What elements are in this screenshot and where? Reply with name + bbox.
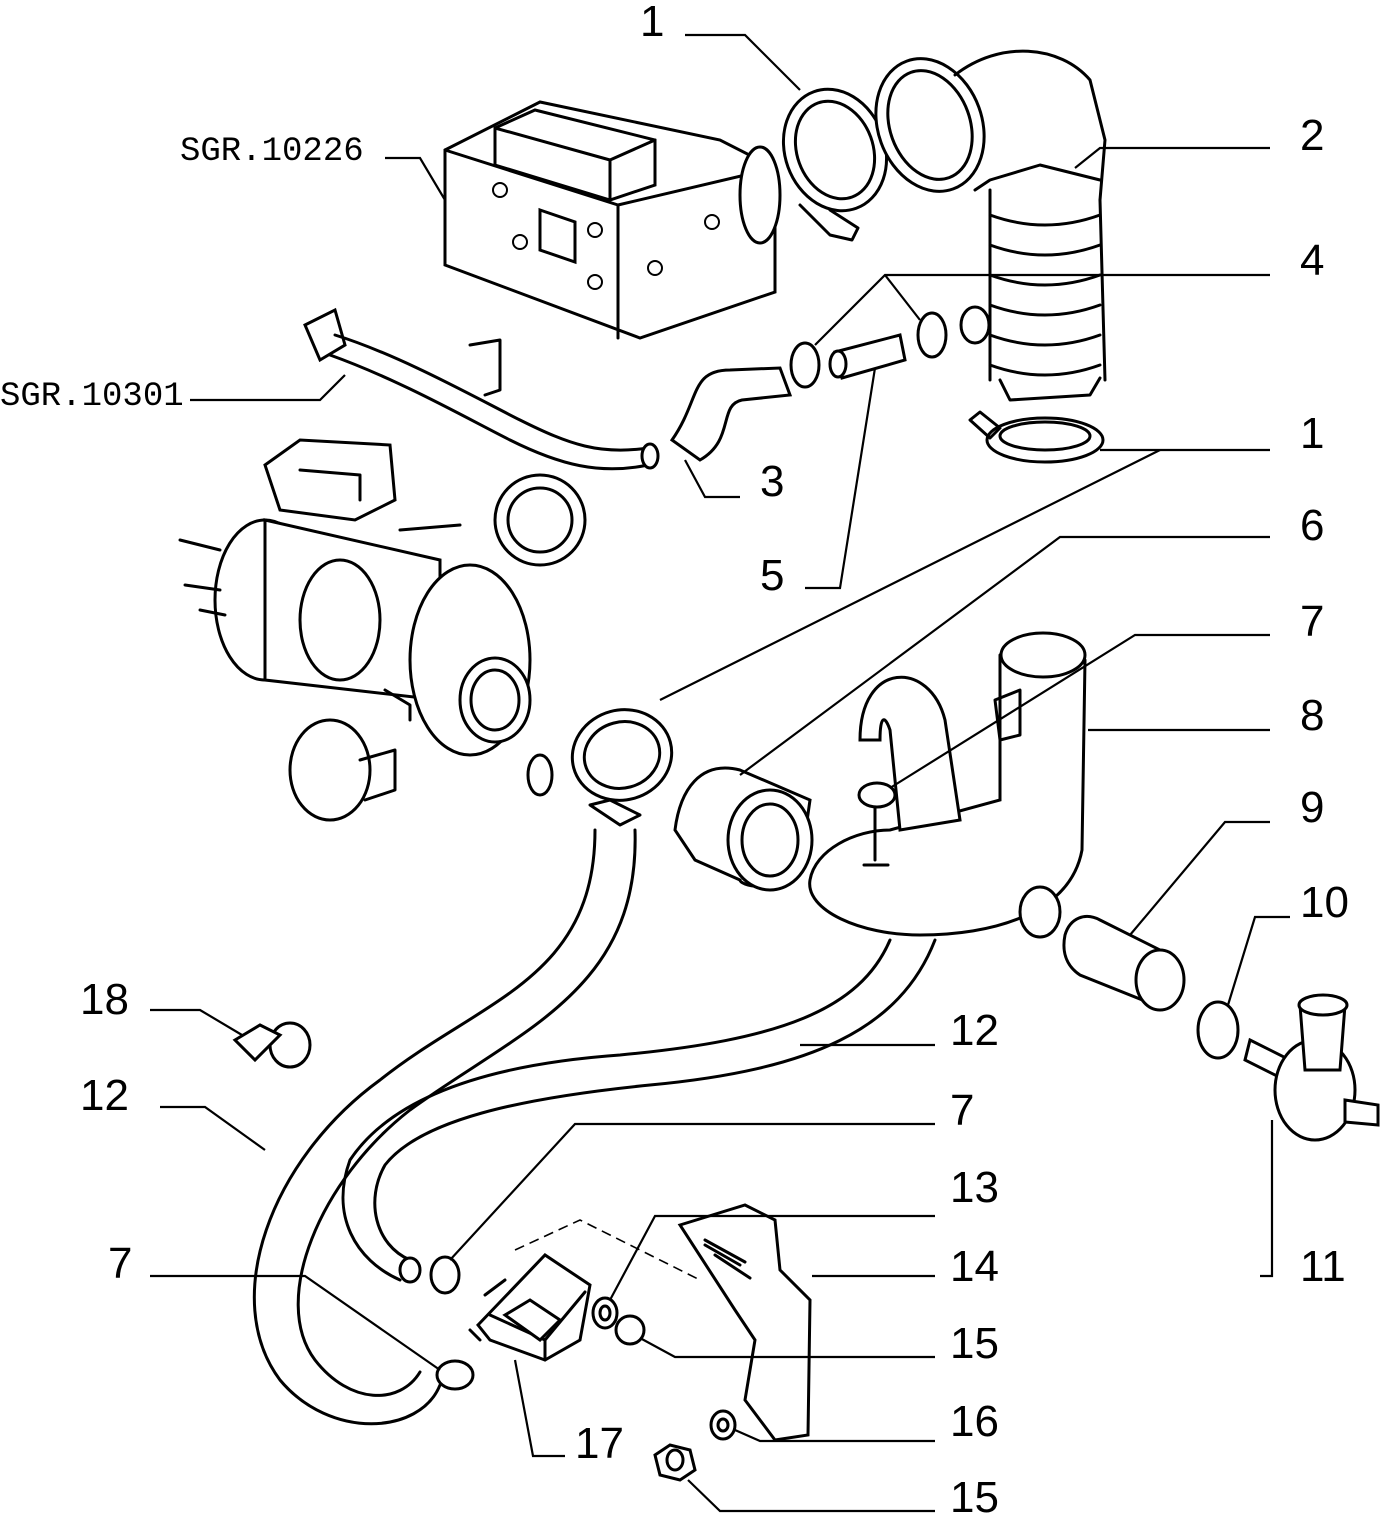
hose-6 <box>526 753 554 797</box>
callout-10: 10 <box>1300 878 1349 927</box>
long-hose-12-right <box>341 938 937 1284</box>
callout-6: 6 <box>1300 501 1324 550</box>
bent-hose-8 <box>808 631 1087 939</box>
hose-clamp-1-bottom <box>968 410 1105 464</box>
callout-11: 11 <box>1300 1242 1346 1291</box>
clamp-10 <box>1196 1000 1240 1060</box>
callout-7-left: 7 <box>108 1239 132 1288</box>
ref-sgr-10226: SGR.10226 <box>180 133 364 171</box>
callout-1-right: 1 <box>1300 409 1324 458</box>
callout-13: 13 <box>950 1163 999 1212</box>
valve-11 <box>1243 993 1380 1142</box>
sleeve-9 <box>1062 915 1186 1012</box>
callout-1-top: 1 <box>640 0 664 46</box>
breather-hose-3 <box>669 366 793 462</box>
callout-12-right: 12 <box>950 1006 999 1055</box>
ref-sgr-10301: SGR.10301 <box>0 378 184 416</box>
callout-17: 17 <box>575 1419 624 1468</box>
leader-lines <box>150 33 1290 1513</box>
bracket-14 <box>677 1203 812 1442</box>
hose-clamp-1-middle <box>570 708 674 827</box>
washer-16 <box>709 1409 737 1441</box>
callout-2: 2 <box>1300 111 1324 160</box>
callout-3: 3 <box>760 457 784 506</box>
callout-8: 8 <box>1300 691 1324 740</box>
callout-16: 16 <box>950 1397 999 1446</box>
washer-13 <box>591 1296 619 1330</box>
elbow-intake-hose <box>874 49 1107 402</box>
callout-18: 18 <box>80 975 129 1024</box>
clamp-7-bottom <box>435 1359 475 1391</box>
small-clamp-4 <box>789 311 948 389</box>
callout-7-middle: 7 <box>950 1086 974 1135</box>
callout-15-upper: 15 <box>950 1319 999 1368</box>
clamp-7-middle <box>429 1255 461 1295</box>
clip-18 <box>232 1021 312 1069</box>
intake-duct-6 <box>673 766 814 892</box>
callout-4: 4 <box>1300 236 1324 285</box>
turbocharger <box>178 438 587 822</box>
callout-14: 14 <box>950 1242 999 1291</box>
callout-15-lower: 15 <box>950 1473 999 1517</box>
nut-15-lower <box>653 1443 697 1482</box>
callout-9: 9 <box>1300 783 1324 832</box>
pressure-sensor-17 <box>468 1219 701 1362</box>
callout-7-top: 7 <box>1300 597 1324 646</box>
callout-12-left: 12 <box>80 1071 129 1120</box>
clamp-7-top <box>857 781 897 867</box>
connector-tube-5 <box>828 333 907 380</box>
air-flow-meter <box>443 100 782 340</box>
callout-5: 5 <box>760 551 784 600</box>
nut-15-upper <box>614 1314 646 1346</box>
oil-pipe-sgr-10301 <box>303 307 660 471</box>
